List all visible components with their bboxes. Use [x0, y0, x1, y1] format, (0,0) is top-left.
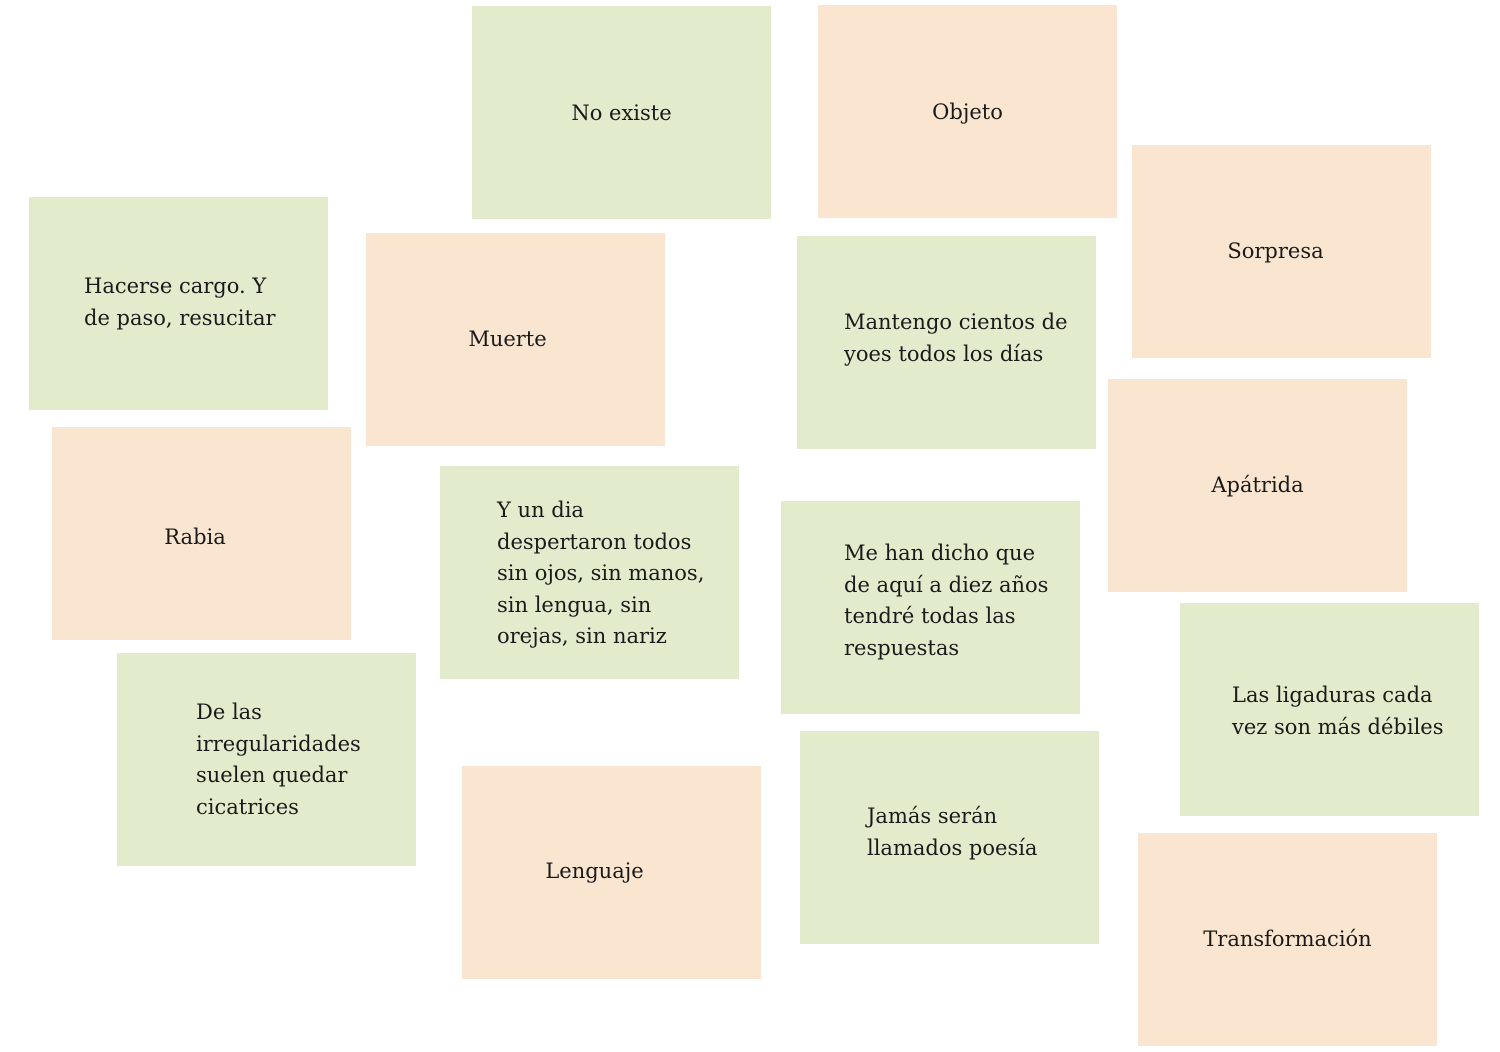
card-text: De las irregularidades suelen quedar cic… — [196, 700, 361, 819]
card-text: Transformación — [1203, 927, 1372, 951]
card-text: Objeto — [932, 100, 1003, 124]
card-text: Me han dicho que de aquí a diez años ten… — [844, 541, 1049, 660]
card-hacerse-cargo: Hacerse cargo. Y de paso, resucitar — [29, 197, 328, 410]
card-text: Mantengo cientos de yoes todos los días — [844, 310, 1068, 366]
card-text: No existe — [571, 101, 672, 125]
card-lenguaje: Lenguaje — [462, 766, 761, 979]
card-muerte: Muerte — [366, 233, 665, 446]
card-text: Jamás serán llamados poesía — [867, 804, 1038, 860]
card-transformacion: Transformación — [1138, 833, 1437, 1046]
card-text: Las ligaduras cada vez son más débiles — [1232, 683, 1444, 739]
card-mantengo: Mantengo cientos de yoes todos los días — [797, 236, 1096, 449]
card-text: Y un dia despertaron todos sin ojos, sin… — [497, 498, 705, 648]
card-irregularidades: De las irregularidades suelen quedar cic… — [117, 653, 416, 866]
card-objeto: Objeto — [818, 5, 1117, 218]
card-jamas: Jamás serán llamados poesía — [800, 731, 1099, 944]
card-text: Apátrida — [1211, 473, 1304, 497]
card-no-existe: No existe — [472, 6, 771, 219]
card-rabia: Rabia — [52, 427, 351, 640]
card-sorpresa: Sorpresa — [1132, 145, 1431, 358]
card-ligaduras: Las ligaduras cada vez son más débiles — [1180, 603, 1479, 816]
card-text: Hacerse cargo. Y de paso, resucitar — [84, 274, 276, 330]
card-text: Rabia — [164, 525, 226, 549]
card-text: Muerte — [468, 327, 547, 351]
card-y-un-dia: Y un dia despertaron todos sin ojos, sin… — [440, 466, 739, 679]
card-text: Lenguaje — [545, 859, 644, 883]
card-me-han-dicho: Me han dicho que de aquí a diez años ten… — [781, 501, 1080, 714]
card-apatrida: Apátrida — [1108, 379, 1407, 592]
card-text: Sorpresa — [1227, 239, 1324, 263]
